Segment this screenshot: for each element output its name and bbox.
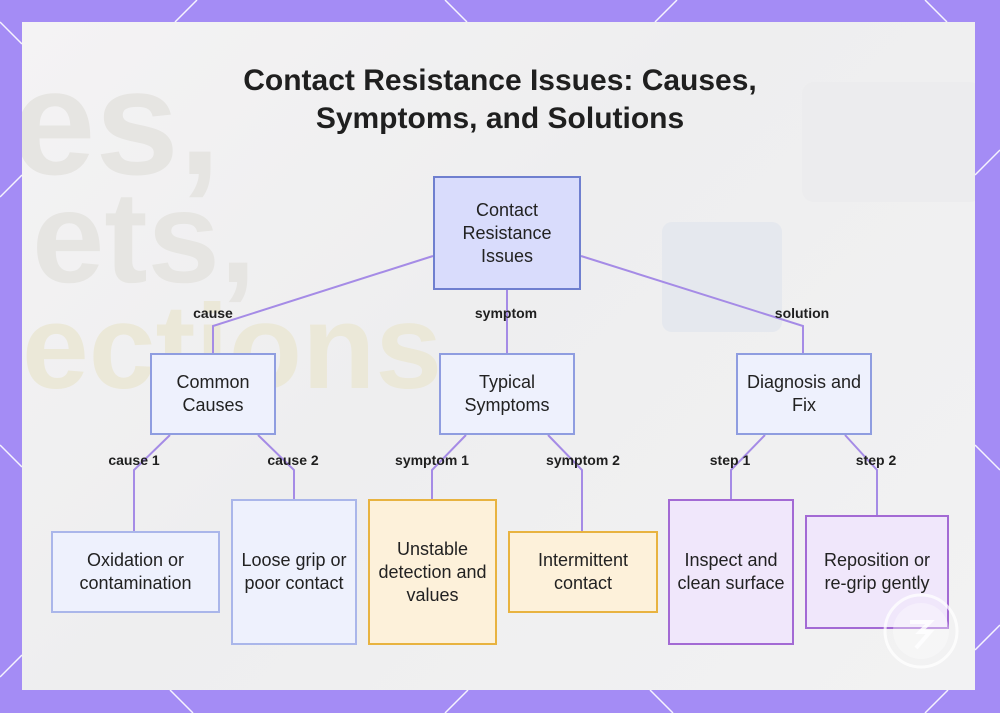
edge-label-cause-1: cause 1 xyxy=(108,452,160,468)
loose-contact-node: Loose grip or poor contact xyxy=(231,499,357,645)
oxidation-node: Oxidation or contamination xyxy=(51,531,220,613)
fix-node: Diagnosis and Fix xyxy=(736,353,872,435)
edge-label-cause: cause xyxy=(193,305,233,321)
page-title: Contact Resistance Issues: Causes, Sympt… xyxy=(0,62,1000,138)
edge-causes-loose xyxy=(257,434,295,499)
edge-root-causes xyxy=(212,255,434,353)
edge-root-fix xyxy=(580,255,804,353)
background-decoration xyxy=(802,82,975,202)
edge-label-cause-2: cause 2 xyxy=(267,452,319,468)
watermark-logo-icon xyxy=(883,593,959,669)
background-decoration: ets, xyxy=(32,164,257,310)
title-line-1: Contact Resistance Issues: Causes, xyxy=(243,64,757,97)
edge-symptoms-intermittent xyxy=(547,434,583,531)
root-node: Contact Resistance Issues xyxy=(433,176,581,290)
background-decoration: es, xyxy=(22,38,221,206)
intermittent-contact-node: Intermittent contact xyxy=(508,531,658,613)
symptoms-node: Typical Symptoms xyxy=(439,353,575,435)
inspect-clean-node: Inspect and clean surface xyxy=(668,499,794,645)
unstable-detection-node: Unstable detection and values xyxy=(368,499,497,645)
edge-label-symptom-2: symptom 2 xyxy=(546,452,620,468)
edge-fix-inspect xyxy=(730,434,766,499)
edge-label-symptom: symptom xyxy=(474,305,538,321)
causes-node: Common Causes xyxy=(150,353,276,435)
edge-label-step-2: step 2 xyxy=(855,452,897,468)
edge-fix-reposition xyxy=(844,434,878,515)
edge-symptoms-unstable xyxy=(431,434,467,499)
reposition-node: Reposition or re-grip gently xyxy=(805,515,949,629)
title-line-2: Symptoms, and Solutions xyxy=(315,102,685,135)
edge-label-step-1: step 1 xyxy=(709,452,751,468)
edge-label-solution: solution xyxy=(774,305,830,321)
edge-label-symptom-1: symptom 1 xyxy=(395,452,469,468)
edge-causes-oxidation xyxy=(133,434,171,531)
